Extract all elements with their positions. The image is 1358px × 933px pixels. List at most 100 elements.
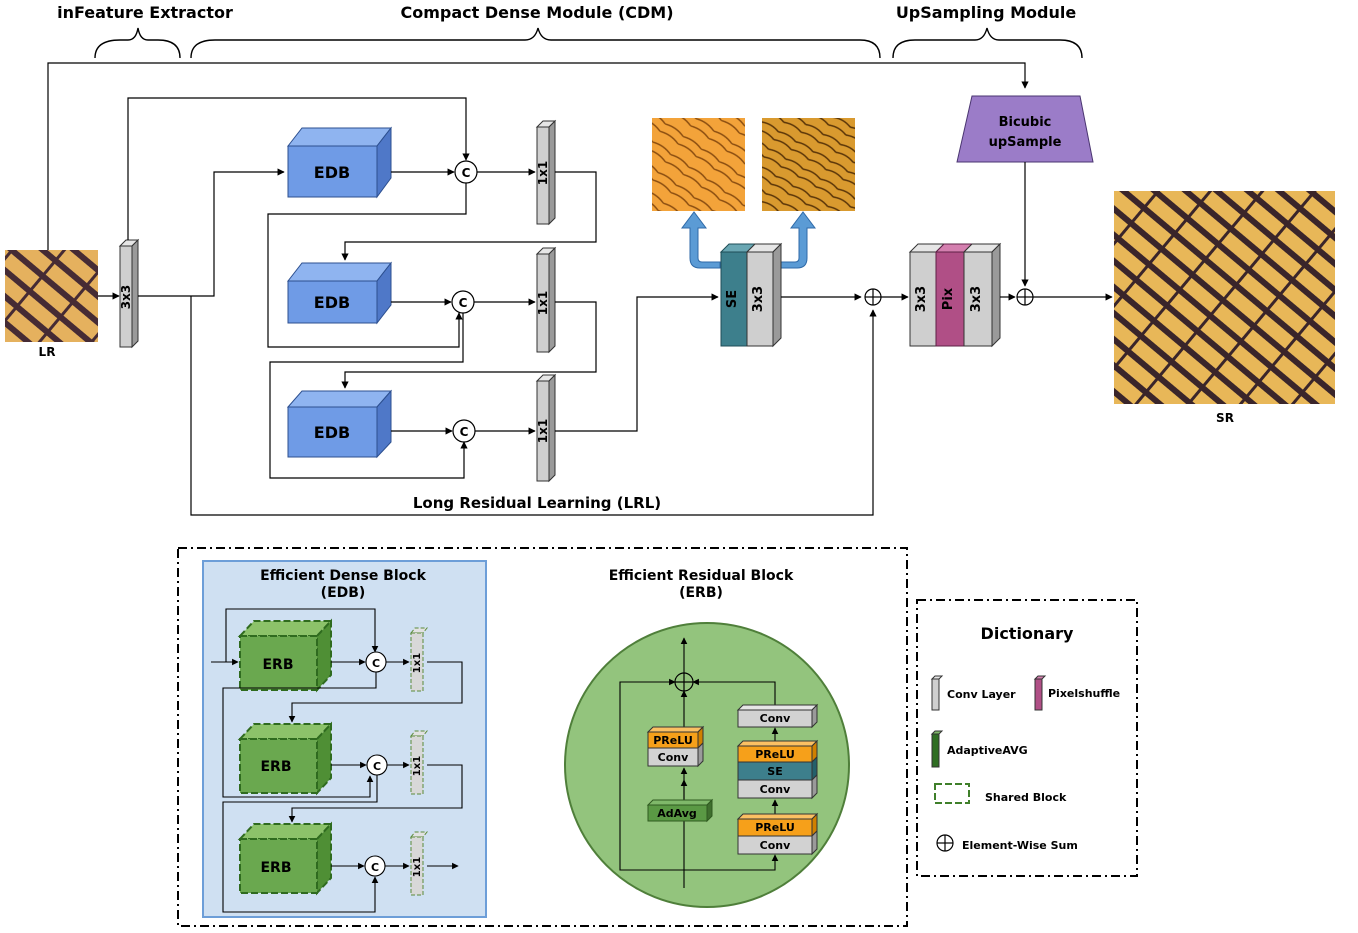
conv3x3-se: [745, 242, 783, 348]
detail-frame: [177, 547, 908, 927]
sr-image: [1114, 191, 1335, 404]
conv3x3-up-b-label: 3x3: [969, 286, 984, 312]
conv1x1-a: [535, 119, 557, 226]
conv3x3-up-a: [908, 243, 946, 347]
erb-adavg-label: AdAvg: [657, 807, 697, 820]
erb-conv-left: [647, 741, 704, 768]
conv3x3-up-b: [962, 242, 1002, 348]
conv1x1-b: [535, 246, 557, 354]
brace-upsampling: [892, 27, 1083, 59]
legend-sum-icon: [936, 834, 954, 852]
feature-map-2: [762, 118, 855, 211]
brace-cdm: [190, 27, 881, 59]
skip-conv-c1: [127, 97, 470, 240]
edb-3-label: EDB: [314, 423, 350, 442]
legend-pixelshuffle-icon: [1033, 675, 1047, 711]
global-skip-line: [47, 62, 1029, 250]
edb-panel-concat-3-label: C: [371, 861, 379, 874]
pixelshuffle-block: [934, 243, 974, 347]
section-label-cdm: Compact Dense Module (CDM): [400, 3, 673, 22]
erb-prelu-bottom-right: [736, 812, 819, 838]
erb-conv-top-right-label: Conv: [760, 712, 791, 725]
edb-panel-1x1-b: [409, 730, 429, 795]
erb-prelu-left-label: PReLU: [653, 734, 693, 747]
blue-arrow-left: [681, 211, 721, 269]
pix-label: Pix: [941, 287, 956, 310]
erb-prelu-mid-right-label: PReLU: [755, 748, 795, 761]
edb-panel-concat-1-label: C: [372, 657, 380, 670]
erb-conv-mid-right: [737, 773, 818, 800]
legend-conv-icon: [930, 675, 944, 711]
loop-1: [267, 183, 467, 348]
se-label: SE: [725, 290, 740, 308]
section-label-upsampling: UpSampling Module: [896, 3, 1077, 22]
edb-panel-title-2: (EDB): [321, 585, 366, 601]
edb-block-1: [286, 126, 393, 199]
erb-shared-2: [237, 721, 334, 796]
legend-shared-block-icon: [934, 783, 970, 804]
edb-panel-arrow-1x1b-erb3: [288, 764, 463, 823]
concat-c1-label: C: [462, 166, 471, 180]
erb-se-mid-right: [737, 755, 818, 782]
section-label-extractor: inFeature Extractor: [57, 3, 233, 22]
erb-conv-mid-right-label: Conv: [760, 783, 791, 796]
erb-branch-line: [684, 854, 779, 871]
erb-shared-3: [237, 821, 334, 896]
concat-c3-label: C: [460, 425, 469, 439]
edb-2-label: EDB: [314, 293, 350, 312]
arrow-1x1b-edb3: [341, 301, 597, 389]
dictionary-title: Dictionary: [981, 624, 1074, 643]
edb-panel-1x1-a: [409, 627, 429, 692]
edb-panel-loop-1: [222, 672, 377, 798]
conv1x1-c: [535, 373, 557, 483]
bicubic-label-2: upSample: [989, 135, 1062, 150]
sum-node-2: [1016, 288, 1034, 306]
erb-sum-node: [674, 672, 694, 692]
erb-panel-title-1: Efficient Residual Block: [609, 568, 794, 584]
se-block: [719, 243, 757, 347]
legend-sum-label: Element-Wise Sum: [962, 839, 1078, 852]
erb-shared-1: [237, 618, 334, 693]
legend-adaptiveavg-icon: [930, 730, 944, 768]
feature-map-1: [652, 118, 745, 211]
legend-shared-block-label: Shared Block: [985, 791, 1067, 804]
edb-panel-1x1-a-label: 1x1: [412, 653, 423, 673]
lrl-label: Long Residual Learning (LRL): [413, 494, 661, 512]
concat-c2-label: C: [459, 296, 468, 310]
bicubic-upsample-block: [956, 95, 1094, 163]
edb-panel-1x1-b-label: 1x1: [412, 756, 423, 776]
edb-panel-title-1: Efficient Dense Block: [260, 568, 426, 584]
lr-label: LR: [39, 345, 56, 359]
legend-pixelshuffle-label: Pixelshuffle: [1048, 687, 1120, 700]
conv3x3-input: [118, 238, 140, 349]
blue-arrow-right: [774, 211, 816, 269]
erb-1-label: ERB: [262, 657, 293, 673]
erb-2-label: ERB: [260, 759, 291, 775]
erb-conv-bottom-right-label: Conv: [760, 839, 791, 852]
erb-conv-left-label: Conv: [658, 751, 689, 764]
conv1x1-c-label: 1x1: [536, 419, 550, 443]
arrow-1x1a-edb2: [341, 171, 597, 261]
arrow-1x1c-se: [555, 293, 719, 432]
legend-conv-label: Conv Layer: [947, 688, 1016, 701]
edb-panel-loop-2: [222, 775, 379, 913]
sum-node-1: [864, 288, 882, 306]
brace-extractor: [94, 27, 181, 59]
erb-panel-title-2: (ERB): [679, 585, 723, 601]
edb-panel-concat-2-label: C: [373, 760, 381, 773]
erb-prelu-mid-right: [736, 739, 819, 764]
edb-panel-arrow-1x1a-erb2: [288, 661, 463, 723]
sr-label: SR: [1216, 411, 1234, 425]
erb-prelu-left: [646, 725, 705, 750]
erb-se-mid-right-label: SE: [767, 765, 782, 778]
erb-skip-line: [619, 678, 684, 871]
edb-panel-skip-1: [225, 608, 379, 662]
erb-branch-return: [692, 678, 776, 705]
edb-1-label: EDB: [314, 163, 350, 182]
lr-image: [5, 250, 98, 342]
arrow-conv-edb1: [138, 168, 285, 297]
bicubic-label-1: Bicubic: [999, 115, 1052, 130]
erb-conv-top-right: [736, 703, 819, 729]
